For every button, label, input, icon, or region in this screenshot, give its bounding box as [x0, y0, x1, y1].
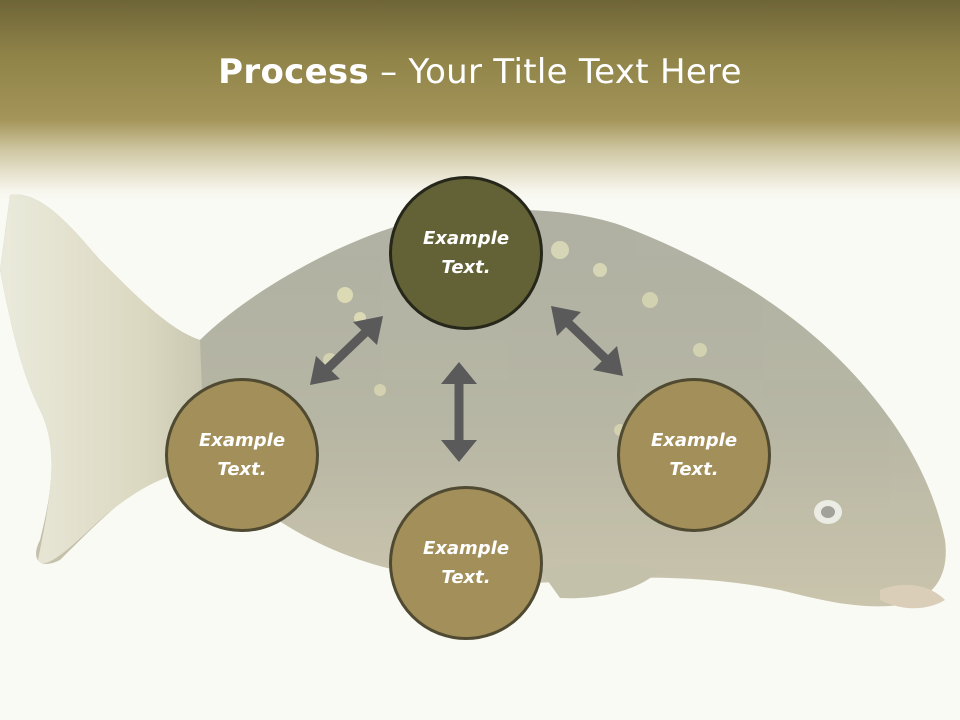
process-node-bottom[interactable]: Example Text. [389, 486, 543, 640]
double-arrow-icon-right [551, 306, 623, 376]
process-node-right[interactable]: Example Text. [617, 378, 771, 532]
header-band [0, 0, 960, 200]
node-right-label: Example Text. [650, 430, 738, 480]
process-node-top[interactable]: Example Text. [389, 176, 543, 330]
slide-title: Process – Your Title Text Here [0, 52, 960, 92]
node-top-label: Example Text. [422, 228, 510, 278]
node-bottom-label: Example Text. [422, 538, 510, 588]
title-bold: Process [218, 52, 370, 92]
process-node-left[interactable]: Example Text. [165, 378, 319, 532]
double-arrow-icon-center [441, 362, 477, 462]
node-left-label: Example Text. [198, 430, 286, 480]
double-arrow-icon-left [310, 316, 383, 385]
title-rest: – Your Title Text Here [369, 52, 742, 92]
